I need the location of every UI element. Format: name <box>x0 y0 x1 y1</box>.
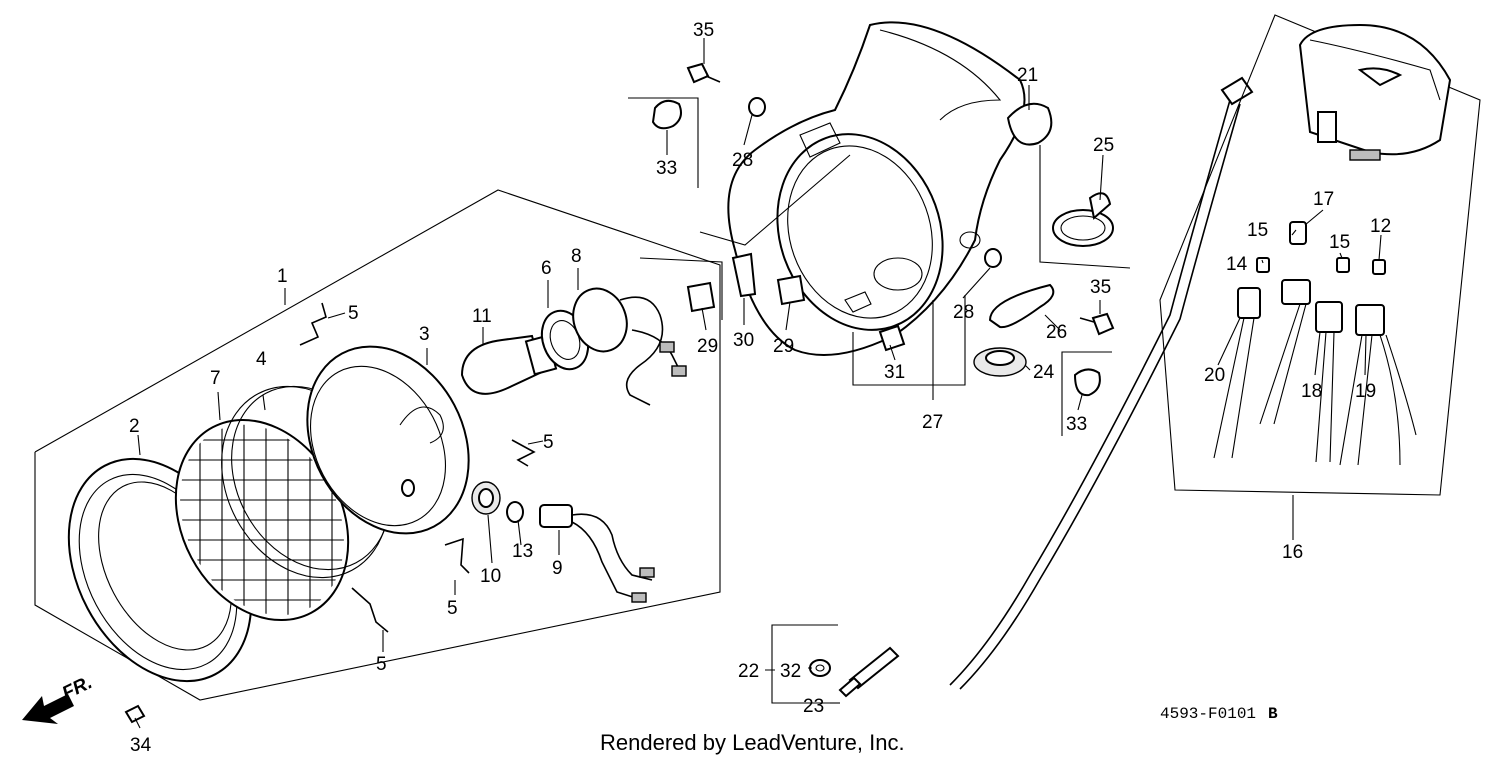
callout-5-a: 5 <box>348 303 359 324</box>
callout-29-a: 29 <box>697 336 718 357</box>
callout-15-a: 15 <box>1247 220 1268 241</box>
callout-18: 18 <box>1301 381 1322 402</box>
callout-19: 19 <box>1355 381 1376 402</box>
callout-2: 2 <box>129 416 140 437</box>
callout-30: 30 <box>733 330 754 351</box>
callout-9: 9 <box>552 558 563 579</box>
diagram-revision: B <box>1268 705 1278 723</box>
callout-3: 3 <box>419 324 430 345</box>
headlight-reflector <box>306 345 470 535</box>
bulb-socket <box>540 287 687 406</box>
headlight-group-frame <box>34 189 721 701</box>
front-direction-indicator: FR. <box>22 672 96 724</box>
callout-14: 14 <box>1226 254 1248 275</box>
callout-12: 12 <box>1370 216 1391 237</box>
callout-20: 20 <box>1204 365 1225 386</box>
callout-5-c: 5 <box>447 598 458 619</box>
case-hardware <box>628 62 1131 436</box>
callout-35-b: 35 <box>1090 277 1111 298</box>
callout-24: 24 <box>1033 362 1055 383</box>
callout-32: 32 <box>780 661 801 682</box>
callout-7: 7 <box>210 368 221 389</box>
spring-clips <box>299 302 536 633</box>
callout-8: 8 <box>571 246 582 267</box>
callout-34: 34 <box>130 735 152 756</box>
callout-21: 21 <box>1017 65 1038 86</box>
footer-credit: Rendered by LeadVenture, Inc. <box>600 730 905 755</box>
speedometer-cable <box>771 76 1254 704</box>
callout-29-b: 29 <box>773 336 794 357</box>
callout-25: 25 <box>1093 135 1114 156</box>
bolt-34 <box>124 704 146 724</box>
callout-26: 26 <box>1046 322 1067 343</box>
callout-22: 22 <box>738 661 759 682</box>
callout-17: 17 <box>1313 189 1334 210</box>
callout-33-a: 33 <box>656 158 677 179</box>
callout-13: 13 <box>512 541 533 562</box>
callout-labels: 1 2 3 4 5 5 5 5 6 7 8 9 10 11 12 13 14 1… <box>129 20 1391 756</box>
diagram-code: 4593-F0101 <box>1160 705 1256 723</box>
callout-27: 27 <box>922 412 943 433</box>
callout-11: 11 <box>472 306 492 327</box>
callout-16: 16 <box>1282 542 1303 563</box>
headlight-bulb <box>460 334 558 395</box>
callout-10: 10 <box>480 566 501 587</box>
callout-5-b: 5 <box>543 432 554 453</box>
callout-33-b: 33 <box>1066 414 1087 435</box>
callout-6: 6 <box>541 258 552 279</box>
callout-1: 1 <box>277 266 288 287</box>
headlight-case <box>727 21 1026 356</box>
callout-35-a: 35 <box>693 20 714 41</box>
speedometer-housing <box>1298 23 1452 161</box>
callout-23: 23 <box>803 696 824 717</box>
meter-bulb-sockets <box>1213 221 1417 466</box>
leader-lines <box>134 38 1382 729</box>
position-light-assembly <box>471 481 655 603</box>
callout-15-b: 15 <box>1329 232 1350 253</box>
callout-31: 31 <box>884 362 905 383</box>
callout-5-d: 5 <box>376 654 387 675</box>
callout-28-a: 28 <box>732 150 753 171</box>
callout-28-b: 28 <box>953 302 974 323</box>
callout-4: 4 <box>256 349 267 370</box>
headlight-lens <box>170 410 360 640</box>
